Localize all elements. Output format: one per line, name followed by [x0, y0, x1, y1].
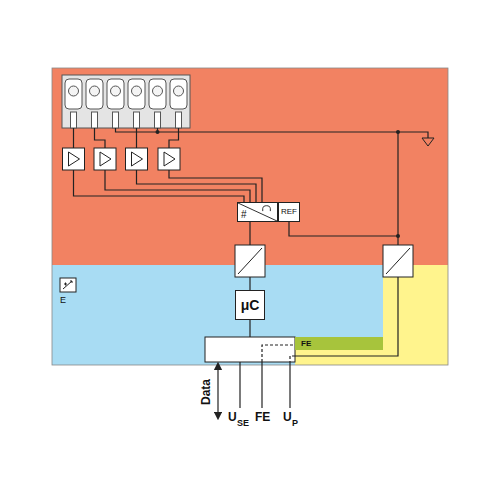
isolator-box	[235, 245, 265, 277]
amplifier-box	[63, 148, 85, 170]
node-label: REF	[281, 208, 297, 216]
input-wire	[136, 128, 137, 148]
clamp-screw	[111, 86, 121, 96]
supply-region	[383, 265, 448, 365]
ground-symbol	[422, 138, 434, 146]
terminal-clamp	[107, 79, 124, 109]
clamp-screw	[174, 86, 184, 96]
node-label: #	[241, 210, 247, 220]
supply-wire	[397, 132, 398, 245]
reference-box: REF	[278, 202, 300, 222]
clamp-pin	[134, 112, 140, 128]
amplifier-output-wire	[137, 170, 257, 202]
terminal-clamp	[170, 79, 187, 109]
clamp-pin	[113, 112, 119, 128]
adc-box: #	[237, 202, 278, 222]
input-wire	[95, 128, 106, 148]
frame	[52, 68, 448, 365]
amplifier-box	[158, 148, 180, 170]
clamp-pin	[155, 112, 161, 128]
amplifier-box	[94, 148, 116, 170]
signal-label: U	[283, 411, 292, 423]
supply-wire	[295, 277, 398, 356]
clamp-screw	[132, 86, 142, 96]
junction-dot	[396, 234, 400, 238]
clamp-pin	[92, 112, 98, 128]
signal-label: FE	[255, 411, 270, 423]
terminal-clamp	[149, 79, 166, 109]
reference-wire	[289, 222, 398, 236]
signal-subscript: SE	[237, 419, 249, 428]
data-wire	[249, 320, 250, 337]
amplifier-box	[126, 148, 148, 170]
field-side-region	[52, 68, 448, 265]
isolator-symbol	[238, 248, 262, 274]
clamp-screw	[153, 86, 163, 96]
data-wire	[249, 222, 250, 245]
internal-wire	[262, 345, 295, 362]
supply-strip	[295, 337, 383, 365]
logic-side-region	[52, 265, 383, 365]
amplifier-symbol	[69, 152, 80, 166]
service-icon-symbol	[63, 281, 72, 289]
adc-diagonal	[238, 203, 277, 221]
terminal-clamp	[86, 79, 103, 109]
node-label: μC	[241, 298, 260, 312]
input-wire	[169, 128, 179, 148]
internal-wire	[290, 356, 295, 362]
fe-bar: FE	[295, 337, 383, 350]
signal-subscript: P	[292, 419, 298, 428]
data-label: Data	[200, 379, 212, 405]
amplifier-output-wire	[74, 170, 245, 202]
data-wire	[249, 277, 250, 290]
junction-dot	[156, 130, 160, 134]
supply-line	[239, 362, 240, 408]
isolator-symbol	[386, 248, 410, 274]
amplifier-output-wire	[105, 170, 250, 202]
amplifier-symbol	[164, 152, 175, 166]
amplifier-symbol	[132, 152, 143, 166]
signal-label: U	[228, 411, 237, 423]
common-bus	[116, 128, 429, 138]
terminal-clamp	[65, 79, 82, 109]
interface-box	[205, 337, 295, 362]
clamp-pin	[71, 112, 77, 128]
service-icon	[60, 278, 76, 292]
service-label: E	[60, 296, 66, 305]
supply-line	[289, 362, 290, 408]
microcontroller-box: μC	[235, 290, 265, 320]
amplifier-symbol	[100, 152, 111, 166]
node-label: FE	[301, 340, 311, 348]
amplifier-output-wire	[169, 170, 262, 202]
terminal-clamp	[128, 79, 145, 109]
analog-symbol	[263, 206, 271, 211]
clamp-screw	[69, 86, 79, 96]
terminal-block	[62, 75, 190, 128]
input-wire	[73, 128, 74, 148]
clamp-pin	[176, 112, 182, 128]
earth-line	[261, 362, 262, 408]
data-arrow	[217, 366, 218, 416]
clamp-screw	[90, 86, 100, 96]
isolator-box	[383, 245, 413, 277]
